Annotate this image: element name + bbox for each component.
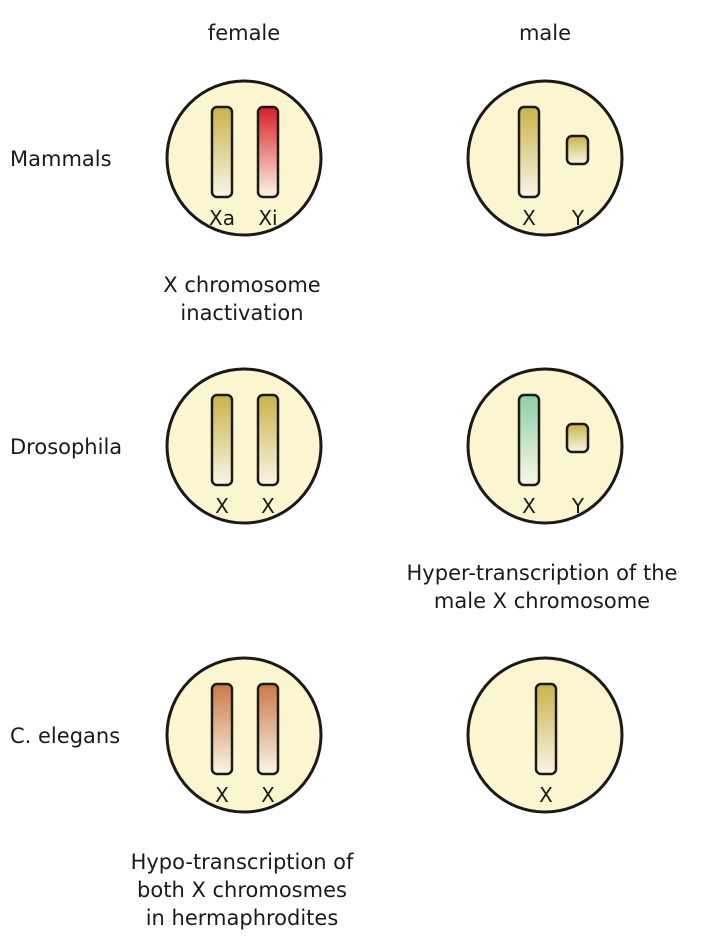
female-caption-line: in hermaphrodites [146,906,339,930]
male-x-chromosome [517,105,541,199]
chromosome-label: X [215,783,229,807]
chromosome-label: X [261,494,275,518]
male-x-chromosome [534,682,558,776]
female-chromosome [256,393,280,487]
female-chromosome [210,105,234,199]
chromosome-label: X [215,494,229,518]
male-y-chromosome [565,422,590,454]
chromosome-label: X [522,494,536,518]
female-cell [165,79,323,237]
male-caption-line: Hyper-transcription of the [407,561,678,585]
header-female: female [208,21,280,45]
female-chromosome [210,393,234,487]
female-caption-line: inactivation [180,301,303,325]
chromosome-label: X [261,783,275,807]
male-cell [466,79,624,237]
male-y-chromosome [565,134,590,166]
female-caption-line: Hypo-transcription of [131,850,354,874]
female-chromosome [256,105,280,199]
female-chromosome [210,682,234,776]
female-caption-line: X chromosome [163,273,320,297]
male-x-chromosome [517,393,541,487]
male-caption-line: male X chromosome [434,589,650,613]
row-label: C. elegans [10,724,120,748]
header-male: male [519,21,571,45]
row-label: Drosophila [10,435,122,459]
male-cell [466,367,624,525]
female-caption-line: both X chromosmes [137,878,347,902]
chromosome-label: X [522,206,536,230]
female-chromosome [256,682,280,776]
chromosome-label: X [539,783,553,807]
female-cell [165,656,323,814]
chromosome-label: Xa [209,206,235,230]
chromosome-label: Y [571,494,585,518]
row-label: Mammals [10,147,112,171]
chromosome-label: Y [571,206,585,230]
female-cell [165,367,323,525]
chromosome-label: Xi [258,206,277,230]
